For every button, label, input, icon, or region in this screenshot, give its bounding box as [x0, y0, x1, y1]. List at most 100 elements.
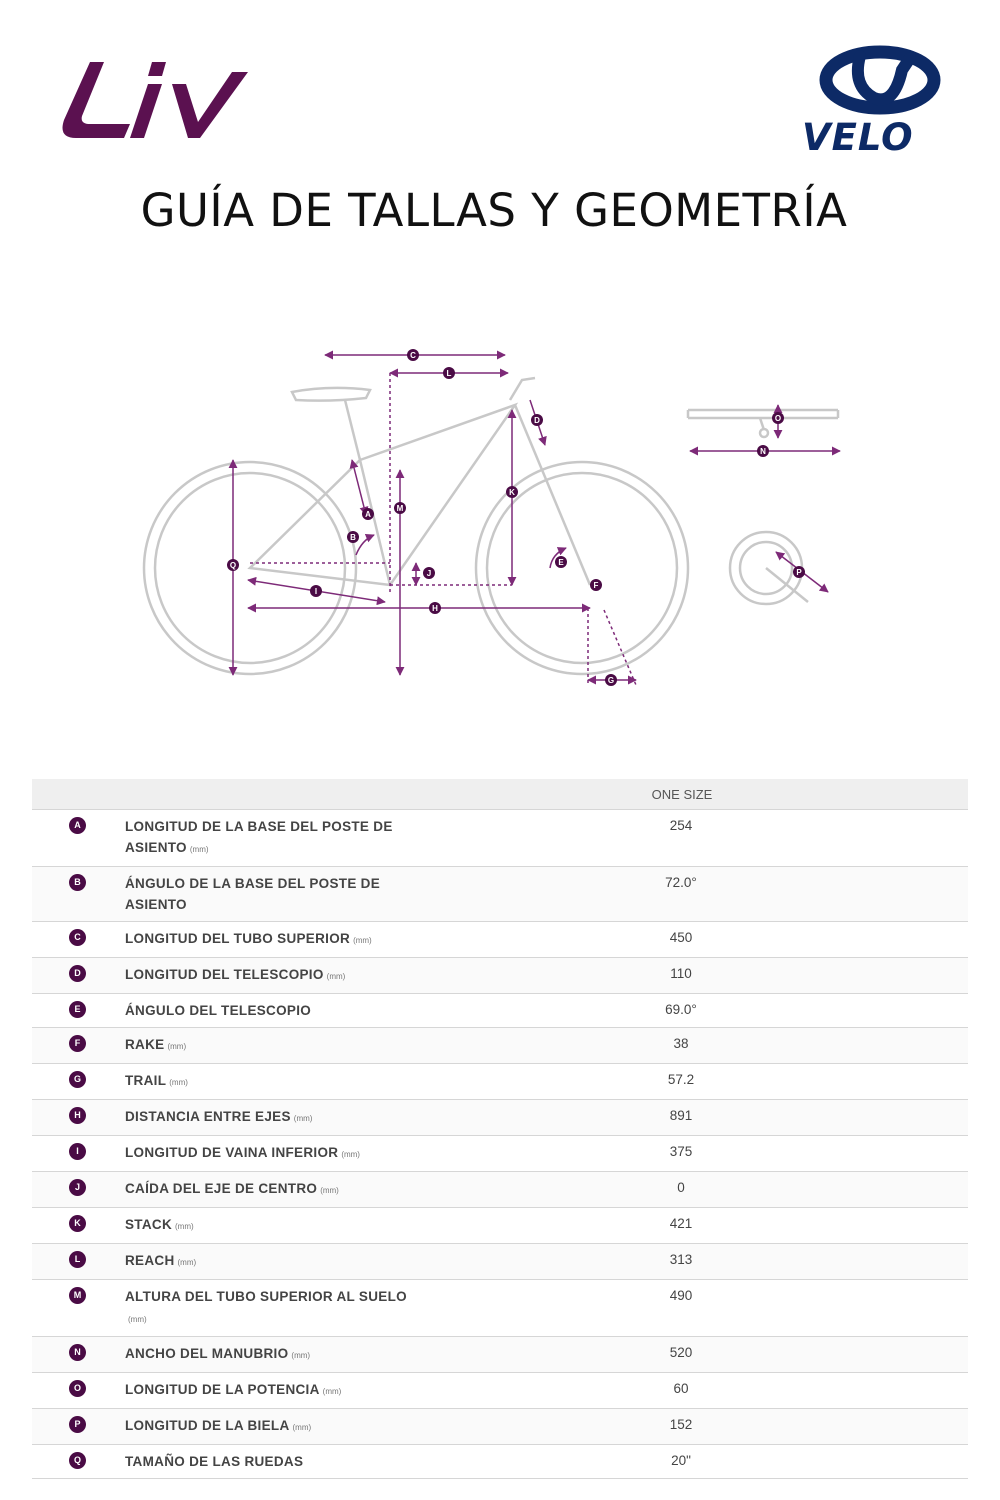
row-value-cell: 421 [525, 1207, 968, 1244]
row-value: 57.2 [667, 1072, 695, 1087]
row-badge-cell: I [32, 1135, 125, 1172]
row-label: LONGITUD DEL TELESCOPIO [125, 967, 324, 982]
row-label: LONGITUD DE VAINA INFERIOR [125, 1145, 339, 1160]
svg-text:L: L [447, 369, 452, 378]
marker-f: F [590, 579, 602, 591]
row-unit: (mm) [175, 1222, 194, 1231]
row-badge-cell: D [32, 957, 125, 994]
row-value: 254 [669, 818, 693, 833]
velo-logo: VELO [802, 44, 958, 158]
row-value: 421 [669, 1216, 693, 1231]
row-value-cell: 72.0° [525, 866, 968, 922]
marker-l: L [443, 367, 455, 379]
row-label-cell: ALTURA DEL TUBO SUPERIOR AL SUELO(mm) [125, 1279, 525, 1337]
row-badge-cell: L [32, 1243, 125, 1280]
row-label-cell: TAMAÑO DE LAS RUEDAS [125, 1444, 525, 1479]
row-letter-badge: J [69, 1179, 86, 1196]
row-label: LONGITUD DE LA BASE DEL POSTE DE [125, 819, 393, 834]
row-label: ÁNGULO DE LA BASE DEL POSTE DE [125, 876, 381, 891]
row-badge-cell: Q [32, 1444, 125, 1479]
bike-frame-outline [142, 376, 840, 676]
row-label: ÁNGULO DEL TELESCOPIO [125, 1003, 312, 1018]
row-value-cell: 69.0° [525, 993, 968, 1028]
row-label-cell: LONGITUD DE LA BIELA(mm) [125, 1408, 525, 1445]
row-label-cell: LONGITUD DEL TUBO SUPERIOR(mm) [125, 921, 525, 958]
svg-text:B: B [350, 533, 356, 542]
row-value: 891 [669, 1108, 693, 1123]
row-badge-cell: H [32, 1099, 125, 1136]
table-row: J CAÍDA DEL EJE DE CENTRO(mm) 0 [32, 1171, 968, 1208]
svg-text:O: O [775, 414, 781, 423]
marker-m: M [394, 502, 406, 514]
svg-text:H: H [432, 604, 438, 613]
row-unit: (mm) [326, 972, 346, 981]
row-label-cell: TRAIL(mm) [125, 1063, 525, 1100]
marker-g: G [605, 674, 617, 686]
svg-text:I: I [315, 587, 317, 596]
svg-text:D: D [534, 416, 540, 425]
row-value-cell: 110 [525, 957, 968, 994]
row-value: 60 [673, 1381, 689, 1396]
marker-i: I [310, 585, 322, 597]
row-unit: (mm) [291, 1351, 311, 1360]
svg-text:N: N [760, 447, 766, 456]
row-label: LONGITUD DE LA BIELA [125, 1418, 290, 1433]
row-badge-cell: P [32, 1408, 125, 1445]
table-body: A LONGITUD DE LA BASE DEL POSTE DE ASIENTO… [32, 809, 968, 1479]
row-value: 69.0° [665, 1002, 697, 1017]
row-unit: (mm) [353, 936, 372, 945]
row-badge-cell: F [32, 1027, 125, 1064]
row-value: 0 [677, 1180, 685, 1195]
row-label: TAMAÑO DE LAS RUEDAS [125, 1454, 304, 1469]
row-badge-cell: G [32, 1063, 125, 1100]
row-badge-cell: C [32, 921, 125, 958]
svg-text:A: A [365, 510, 371, 519]
row-label: LONGITUD DE LA POTENCIA [125, 1382, 320, 1397]
row-letter-badge: L [69, 1251, 86, 1268]
row-unit: (mm) [128, 1315, 147, 1324]
table-row: G TRAIL(mm) 57.2 [32, 1063, 968, 1100]
row-letter-badge: H [69, 1107, 86, 1124]
row-value: 110 [670, 966, 692, 981]
geometry-table: ONE SIZE A LONGITUD DE LA BASE DEL POSTE … [32, 779, 968, 1479]
row-letter-badge: F [69, 1035, 86, 1052]
row-label: TRAIL [125, 1073, 167, 1088]
row-letter-badge: P [69, 1416, 86, 1433]
row-letter-badge: D [69, 965, 86, 982]
svg-text:E: E [558, 558, 564, 567]
row-label: ANCHO DEL MANUBRIO [125, 1346, 289, 1361]
row-value-cell: 375 [525, 1135, 968, 1172]
row-label-line2: ASIENTO [125, 840, 187, 855]
row-label: LONGITUD DEL TUBO SUPERIOR [125, 931, 351, 946]
row-value: 72.0° [665, 875, 697, 890]
row-badge-cell: M [32, 1279, 125, 1337]
svg-text:M: M [397, 504, 404, 513]
row-unit: (mm) [169, 1078, 188, 1087]
marker-a: A [362, 508, 374, 520]
svg-text:G: G [608, 676, 614, 685]
row-letter-badge: K [69, 1215, 86, 1232]
row-value: 490 [669, 1288, 693, 1303]
row-unit: (mm) [293, 1114, 313, 1123]
row-label-cell: LONGITUD DE LA POTENCIA(mm) [125, 1372, 525, 1409]
row-unit: (mm) [189, 845, 209, 854]
row-value-cell: 20" [525, 1444, 968, 1479]
marker-c: C [407, 349, 419, 361]
marker-d: D [531, 414, 543, 426]
row-letter-badge: A [69, 817, 86, 834]
svg-text:Q: Q [230, 561, 236, 570]
row-value-cell: 520 [525, 1336, 968, 1373]
liv-logo [62, 62, 248, 138]
row-letter-badge: G [69, 1071, 86, 1088]
row-label-cell: CAÍDA DEL EJE DE CENTRO(mm) [125, 1171, 525, 1208]
row-badge-cell: A [32, 809, 125, 867]
row-label-cell: ÁNGULO DEL TELESCOPIO [125, 993, 525, 1028]
column-header: ONE SIZE [32, 779, 968, 810]
